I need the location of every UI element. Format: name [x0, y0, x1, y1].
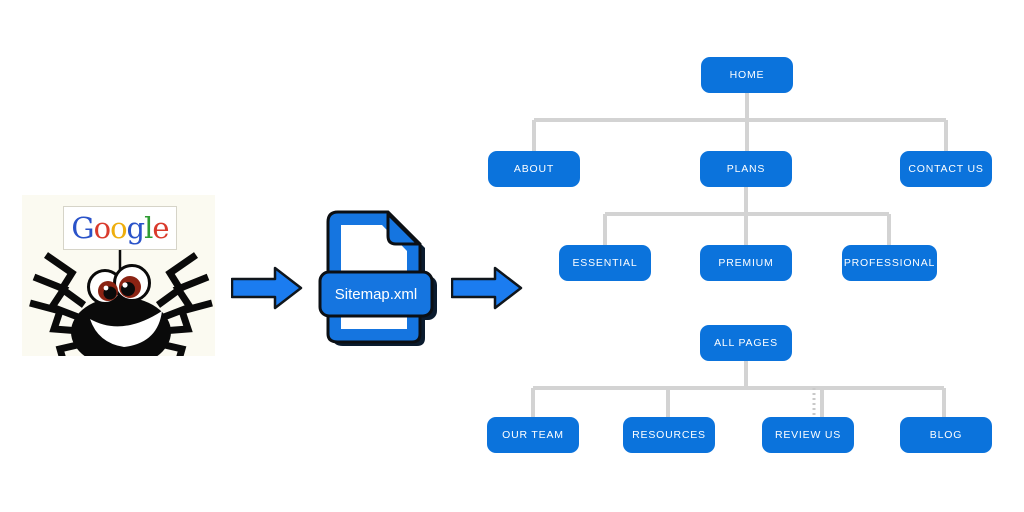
logo-letter: o	[110, 210, 127, 245]
google-logo-box: Google	[63, 206, 177, 250]
spider-eyes	[87, 264, 151, 305]
spider-smile	[90, 311, 162, 347]
tree-node-home: HOME	[701, 57, 793, 93]
flow-arrow-icon	[231, 266, 303, 310]
logo-letter: l	[144, 210, 153, 245]
sitemap-filename: Sitemap.xml	[335, 286, 418, 303]
tree-node-blog: BLOG	[900, 417, 992, 453]
google-spider-card: Google	[22, 195, 215, 356]
tree-node-professional: PROFESSIONAL	[842, 245, 937, 281]
google-logo: Google	[71, 210, 169, 245]
spider-icon	[29, 248, 213, 356]
folded-corner	[386, 212, 420, 246]
tree-node-essential: ESSENTIAL	[559, 245, 651, 281]
tree-node-about: ABOUT	[488, 151, 580, 187]
tree-node-premium: PREMIUM	[700, 245, 792, 281]
tree-node-plans: PLANS	[700, 151, 792, 187]
tree-node-all-pages: ALL PAGES	[700, 325, 792, 361]
tree-node-contact-us: CONTACT US	[900, 151, 992, 187]
label-band	[318, 270, 434, 318]
sitemap-xml-file-icon: Sitemap.xml	[318, 210, 437, 346]
tree-node-our-team: OUR TEAM	[487, 417, 579, 453]
tree-node-resources: RESOURCES	[623, 417, 715, 453]
logo-letter: G	[71, 210, 94, 245]
logo-letter: o	[93, 210, 111, 245]
tree-node-review-us: REVIEW US	[762, 417, 854, 453]
flow-arrow-icon	[451, 266, 523, 310]
logo-letter: e	[152, 210, 169, 245]
logo-letter: g	[126, 210, 146, 245]
